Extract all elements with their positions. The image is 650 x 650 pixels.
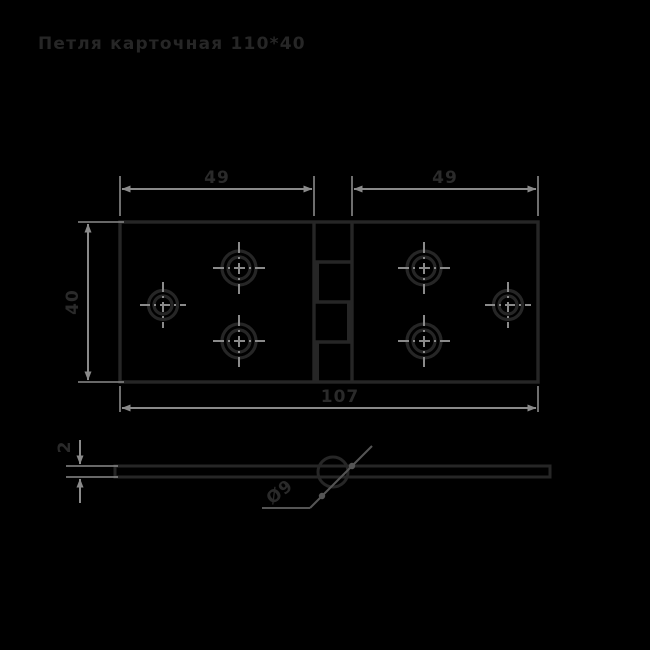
screw-hole [396, 313, 452, 369]
leader-dot [318, 492, 326, 500]
dimension-thickness: 2 [55, 440, 118, 503]
dimension-label-thickness: 2 [55, 441, 75, 454]
dimension-label-pin-diameter: Ø9 [263, 476, 298, 509]
screw-hole [483, 280, 533, 330]
knuckle-column [312, 222, 354, 382]
page-title: Петля карточная 110*40 [38, 34, 306, 54]
dimension-height: 40 [63, 221, 124, 383]
hinge-pin-circle [316, 455, 350, 489]
dimension-label-total-width: 107 [321, 387, 360, 407]
screw-hole [211, 240, 267, 296]
leader-dot [348, 462, 356, 470]
screw-hole [138, 280, 188, 330]
dimension-total-width: 107 [119, 386, 539, 412]
screw-hole [396, 240, 452, 296]
hinge-plate-outline [118, 220, 540, 384]
dimension-leaf-right: 49 [351, 168, 539, 216]
side-profile-outline [113, 464, 552, 479]
screw-hole [211, 313, 267, 369]
dimension-leaf-left: 49 [119, 168, 315, 216]
dimension-label-leaf-right: 49 [432, 168, 458, 188]
dimension-label-height: 40 [63, 289, 83, 315]
front-view [118, 220, 540, 384]
side-view: Ø9 [113, 445, 552, 509]
dimension-label-leaf-left: 49 [204, 168, 230, 188]
